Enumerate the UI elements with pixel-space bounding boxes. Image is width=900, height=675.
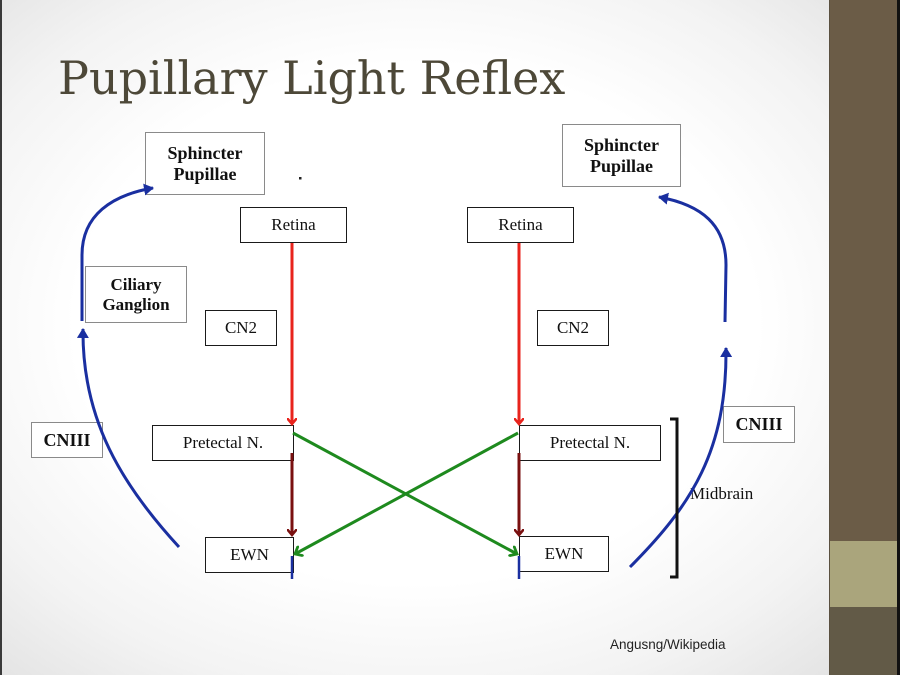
right-sphincter-line1: Sphincter	[583, 134, 659, 155]
slide-left-edge	[0, 0, 2, 675]
right-retina-label: Retina	[498, 215, 543, 235]
left-cn2-label: CN2	[224, 318, 258, 338]
left-retina-label: Retina	[271, 215, 316, 235]
right-cniii-label: CNIII	[735, 414, 783, 435]
right-cn2-box: CN2	[537, 310, 609, 346]
right-pretectal-label: Pretectal N.	[549, 433, 631, 453]
left-cn2-box: CN2	[205, 310, 277, 346]
right-pretectal-box: Pretectal N.	[519, 425, 661, 461]
crossing-arrow-left-to-right	[292, 431, 517, 554]
left-ewn-label: EWN	[230, 545, 269, 565]
ciliary-line2: Ganglion	[102, 294, 170, 314]
left-cniii-label: CNIII	[43, 429, 91, 450]
left-pretectal-label: Pretectal N.	[182, 433, 264, 453]
ciliary-line1: Ciliary	[110, 274, 162, 294]
right-cn2-label: CN2	[556, 318, 590, 338]
midbrain-label: Midbrain	[690, 484, 754, 503]
right-sphincter-line2: Pupillae	[589, 155, 653, 176]
right-ewn-box: EWN	[519, 536, 609, 572]
sidebar-lower-block	[830, 607, 897, 675]
right-retina-box: Retina	[467, 207, 574, 243]
left-pretectal-box: Pretectal N.	[152, 425, 294, 461]
right-cniii-box: CNIII	[723, 406, 795, 443]
slide-right-edge	[897, 0, 900, 675]
crossing-arrow-right-to-left	[295, 431, 519, 554]
left-ewn-box: EWN	[205, 537, 294, 573]
ciliary-ganglion-box: Ciliary Ganglion	[85, 266, 187, 323]
left-sphincter-line2: Pupillae	[173, 163, 237, 184]
midbrain-bracket	[670, 417, 679, 579]
right-short-ciliary-arrow	[658, 192, 728, 323]
left-sphincter-line1: Sphincter	[167, 142, 243, 163]
sidebar-divider	[829, 0, 830, 675]
image-credit: Angusng/Wikipedia	[610, 637, 726, 652]
slide: Pupillary Light Reflex Sphincter Pupilla…	[2, 0, 830, 675]
left-sphincter-pupillae-box: Sphincter Pupillae	[145, 132, 265, 195]
slide-title: Pupillary Light Reflex	[58, 51, 566, 105]
sidebar-accent-band	[830, 541, 897, 607]
left-retina-box: Retina	[240, 207, 347, 243]
left-cniii-box: CNIII	[31, 422, 103, 458]
stray-dot	[299, 177, 302, 180]
right-sphincter-pupillae-box: Sphincter Pupillae	[562, 124, 681, 187]
right-ewn-label: EWN	[544, 544, 584, 564]
slide-theme-sidebar	[830, 0, 897, 675]
